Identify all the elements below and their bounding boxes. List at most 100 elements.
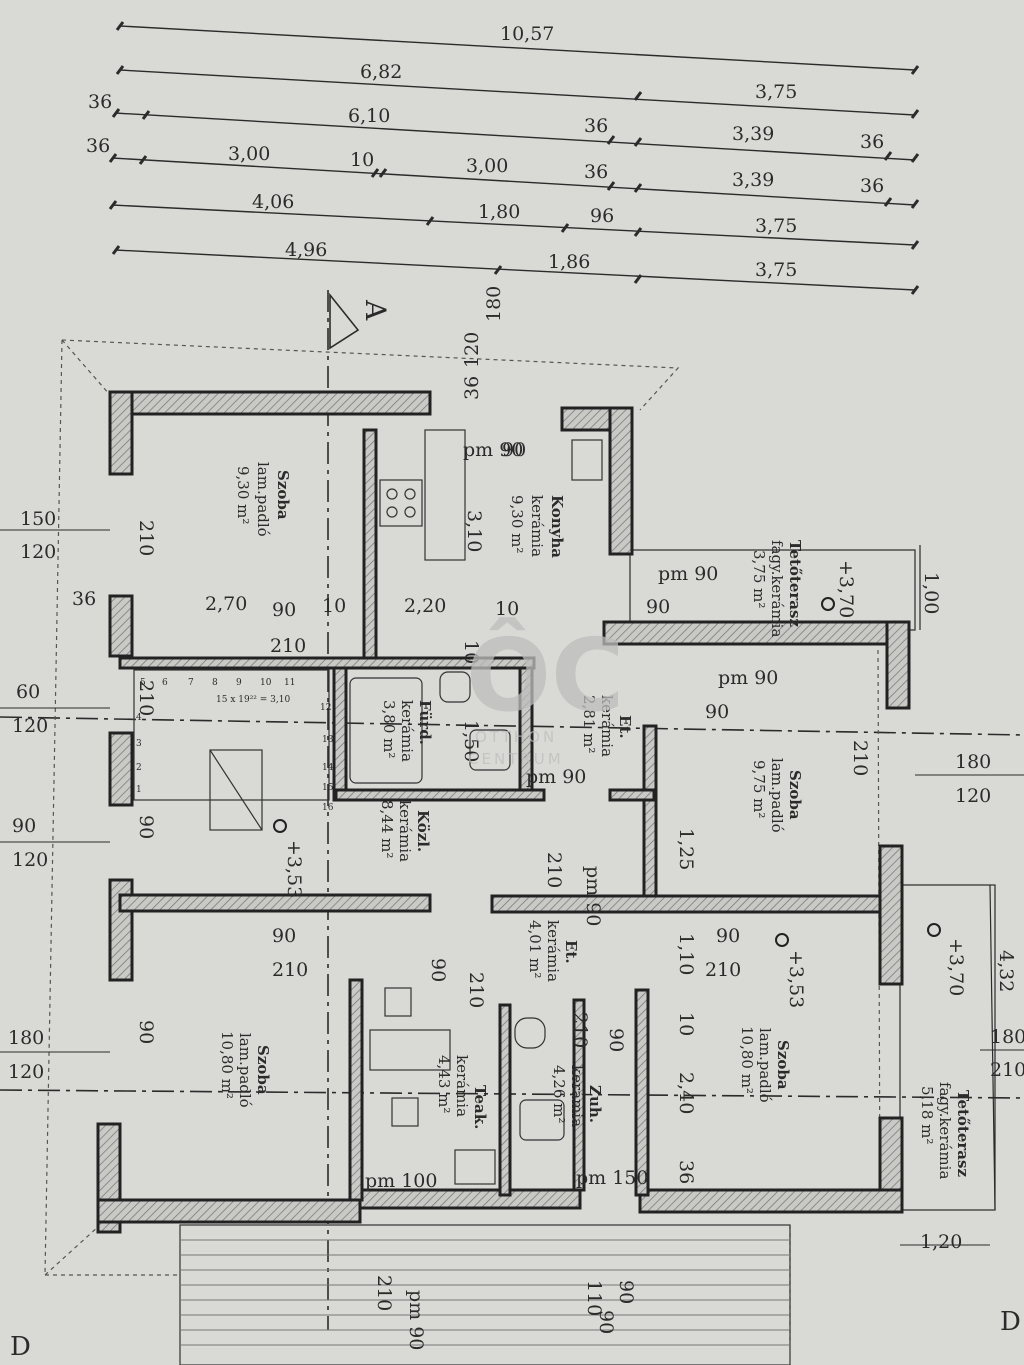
stair-number: 12 [320,703,331,713]
dim-label: 120 [20,541,56,563]
toilet-icon [439,671,471,703]
dim-label: 2,40 [675,1072,697,1114]
dim-label: 4,96 [285,239,327,261]
corner-label-left: D [10,1332,31,1362]
level-marker-icon [821,597,835,611]
room-finish: lam.padló [254,462,272,537]
door-label: pm 90 [582,866,604,926]
door-label: 90 [716,925,740,947]
stair-number: 5 [140,678,146,688]
room-name: Szoba [254,1045,272,1095]
stair-number: 9 [236,678,242,688]
dim-label: 60 [16,681,40,703]
watermark-logo: ÔC OTTHON CENTRUM [466,617,624,768]
room-finish: lam.padló [768,758,786,833]
wall [638,1188,904,1214]
dim-label: 2,20 [404,595,446,617]
dim-label: 6,10 [348,105,390,127]
stair-text: 15 x 19²² = 3,10 [216,695,290,705]
room-finish: kerámia [398,700,416,762]
room-name: Tetőterasz [954,1090,972,1177]
dim-label: 36 [584,115,608,137]
wall [608,788,656,802]
door-label: 90 [272,925,296,947]
room-tetoterasz-1: Tetőterasz fagy.kerámia 3,75 m² [750,540,804,637]
section-marker-label: A [359,299,392,321]
dim-label: 10 [350,149,374,171]
door-label: pm 90 [658,563,718,585]
room-area: 3,75 m² [750,550,768,608]
dim-label: 36 [860,175,884,197]
wall [358,1188,582,1210]
level-label: +3,53 [283,840,305,898]
dim-label: 36 [860,131,884,153]
room-area: 3,80 m² [380,700,398,758]
stair-number: 7 [188,678,194,688]
stair-number: 16 [322,803,334,813]
dim-label: 3,39 [732,169,774,191]
dim-label: 36 [86,135,110,157]
room-finish: kerámia [453,1055,471,1117]
door-label: 90 [705,701,729,723]
dim-label: 1,20 [920,1231,962,1253]
dim-label: 3,75 [755,81,797,103]
dim-label: 90 [272,599,296,621]
dim-label: 10 [495,598,519,620]
wall [108,390,432,416]
door-label: 110 [583,1280,605,1316]
table-icon [369,1029,451,1071]
dim-label: 10 [460,640,482,664]
svg-text:OTTHON: OTTHON [475,728,557,746]
room-name: Szoba [774,1040,792,1090]
wall [348,978,364,1202]
dim-label: 4,32 [995,950,1017,992]
dim-label: 36 [72,588,96,610]
chair-icon [384,987,412,1017]
wall [642,724,658,898]
dim-label: 120 [461,332,483,368]
stair-landing [209,749,263,831]
bathtub-icon [349,677,423,784]
level-marker-icon [927,923,941,937]
dim-label: 210 [270,635,306,657]
wall [572,998,586,1192]
right-dimensions: 1,00 180 120 4,32 180 210 1,20 [900,572,1024,1253]
dim-label: 1,25 [675,828,697,870]
room-kozl: Közl. kerámia 8,44 m² [378,800,432,862]
wall [885,620,911,710]
dim-label: 3,00 [466,155,508,177]
stair-number: 13 [322,735,334,745]
dim-label: 3,39 [732,123,774,145]
wall [608,406,634,556]
room-area: 10,80 m² [738,1026,756,1094]
fridge-icon [571,439,603,481]
wall [332,666,348,802]
door-labels: pm 90 90 210 pm 90 90 210 pm 90 90 210 p… [135,439,871,1350]
dim-label: 96 [590,205,614,227]
door-label: 210 [135,680,157,716]
room-finish: kerámia [528,495,546,557]
stair-number: 11 [284,678,295,688]
wall [118,893,432,913]
dim-label: 180 [483,286,505,322]
dim-label: 120 [12,715,48,737]
dim-label: 150 [20,508,56,530]
level-marker-icon [775,933,789,947]
door-label: 90 [615,1280,637,1304]
stair-number: 10 [260,678,272,688]
wall [490,894,882,914]
window-sill [179,1224,791,1365]
door-label: pm 90 [718,667,778,689]
wall [878,844,904,986]
level-label: +3,53 [785,950,807,1008]
door-label: 90 [646,596,670,618]
dim-label: 1,00 [920,572,942,614]
door-label: 90 [605,1028,627,1052]
door-label: pm 90 [526,766,586,788]
dim-label: 180 [8,1027,44,1049]
dim-label: 90 [12,815,36,837]
room-konyha: Konyha kerámia 9,30 m² [508,495,566,558]
door-label: 210 [849,740,871,776]
door-label: 210 [272,959,308,981]
dim-label: 1,10 [675,933,697,975]
